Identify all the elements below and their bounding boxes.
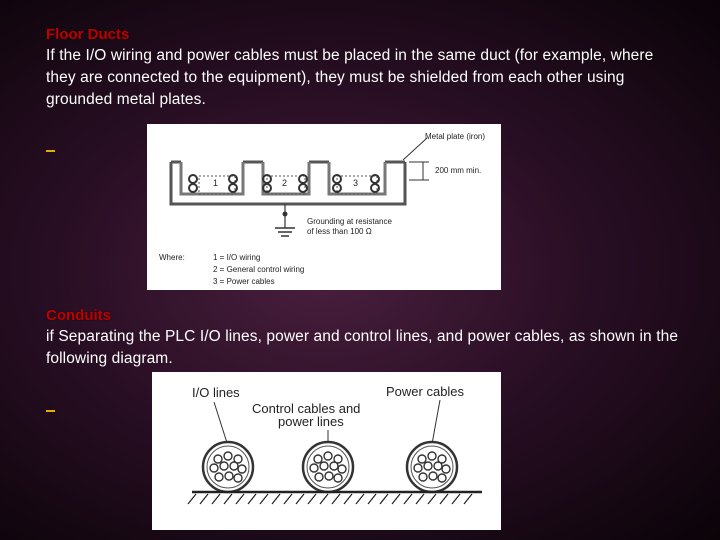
floor-ducts-heading: Floor Ducts: [46, 26, 130, 43]
slot-3-label: 3: [353, 178, 358, 188]
dimension-label: 200 mm min.: [435, 166, 481, 175]
floor-ducts-text: If the I/O wiring and power cables must …: [46, 47, 654, 108]
control-cables-label-1: Control cables and: [252, 401, 360, 416]
conduit-diagram: I/O lines Control cables and power lines…: [152, 372, 501, 530]
conduits-heading: Conduits: [46, 307, 111, 324]
slot-1-label: 1: [213, 178, 218, 188]
legend-item-1: 1 = I/O wiring: [213, 253, 260, 262]
where-label: Where:: [159, 253, 185, 262]
slot-2-label: 2: [282, 178, 287, 188]
metal-plate-label: Metal plate (iron): [425, 132, 485, 141]
conduit-io: [201, 440, 255, 494]
bullet-marker-1: [46, 150, 55, 152]
ground-label-2: of less than 100 Ω: [307, 227, 372, 236]
conduit-control: [301, 440, 355, 494]
conduits-text: if Separating the PLC I/O lines, power a…: [46, 328, 679, 367]
io-lines-label: I/O lines: [192, 385, 240, 400]
bullet-marker-2: [46, 410, 55, 412]
conduit-power: [405, 440, 459, 494]
floor-duct-diagram: 1 2 3 Metal plate (iron) 200 mm min. Gro…: [147, 124, 501, 290]
legend-item-2: 2 = General control wiring: [213, 265, 304, 274]
ground-label-1: Grounding at resistance: [307, 217, 392, 226]
control-cables-label-2: power lines: [278, 414, 344, 429]
power-cables-label: Power cables: [386, 384, 465, 399]
legend-item-3: 3 = Power cables: [213, 277, 275, 286]
